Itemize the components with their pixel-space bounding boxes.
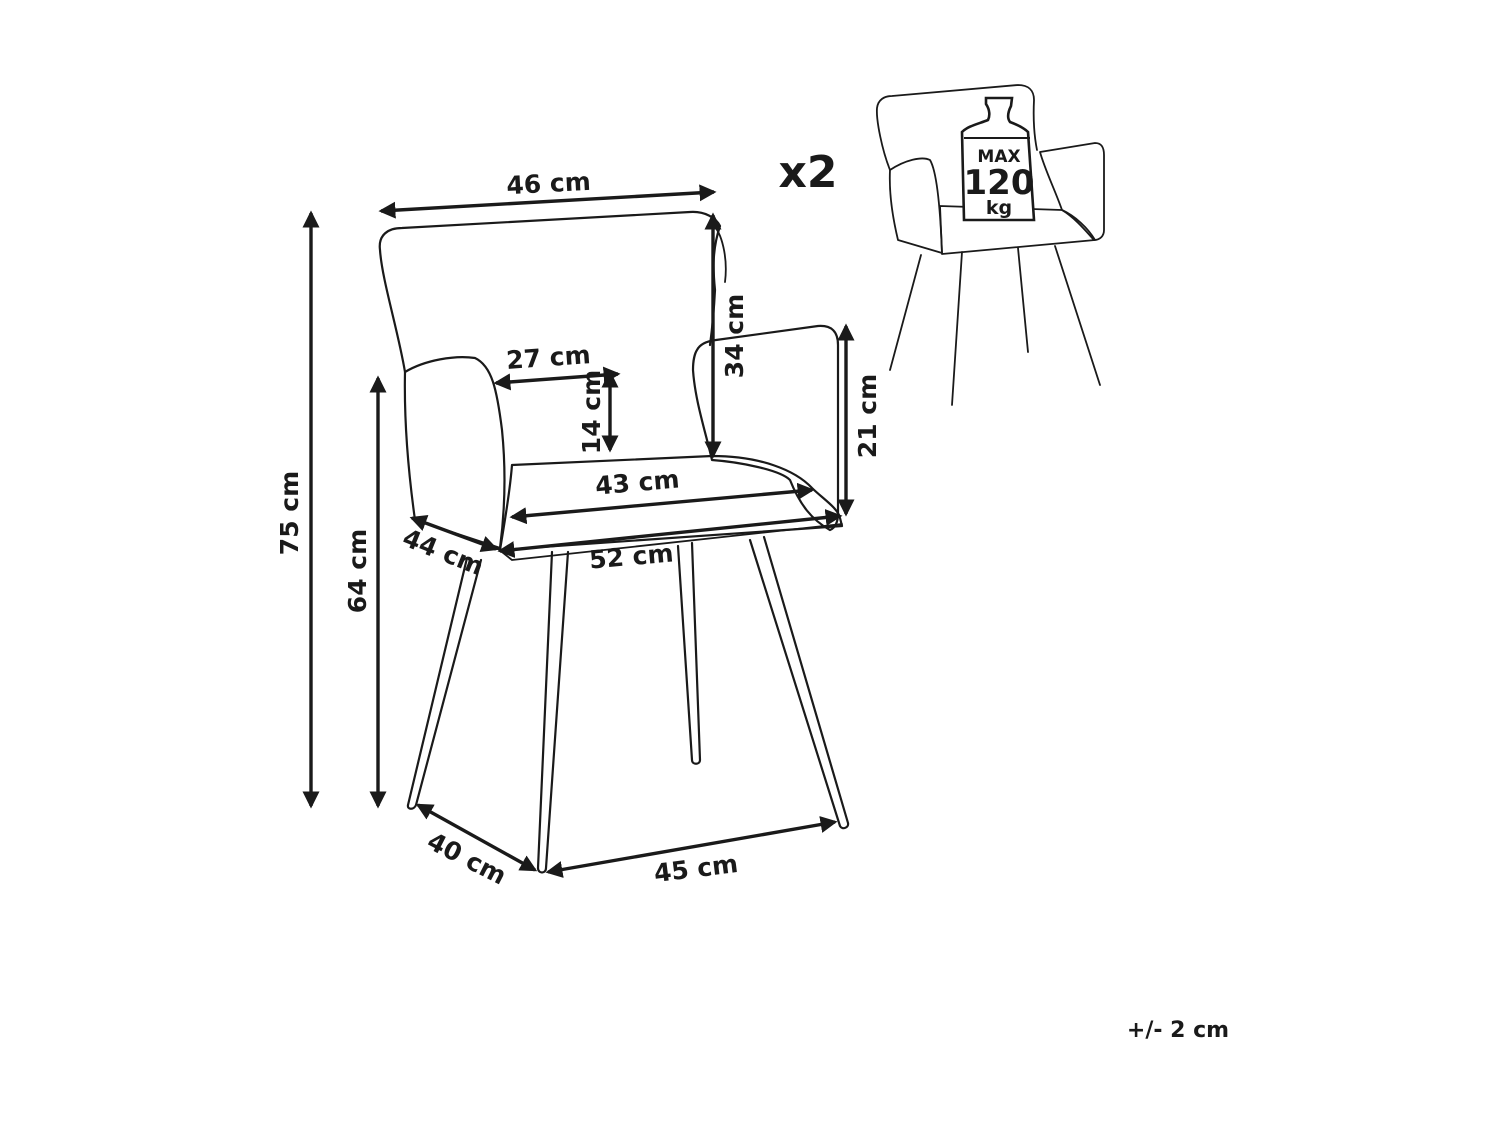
- dimension-lines: [302, 184, 855, 878]
- label-back-width: 46 cm: [506, 167, 592, 200]
- quantity-label: x2: [779, 147, 838, 198]
- chair-leg-front-right: [748, 535, 850, 830]
- max-load-weight-icon: MAX 120 kg: [960, 96, 1036, 222]
- chair-seat: [498, 454, 844, 552]
- label-back-height: 34 cm: [720, 294, 749, 378]
- small-chair-backrest: [876, 84, 1038, 171]
- dim-arrow-armrest-inner-width: [493, 366, 621, 391]
- small-chair-leg-3: [1017, 247, 1029, 353]
- label-seat-width: 43 cm: [594, 464, 681, 500]
- small-chair-leg-4: [1054, 245, 1101, 386]
- small-chair-leg-1: [889, 254, 922, 371]
- label-leg-width: 45 cm: [652, 849, 739, 888]
- max-load-line1: MAX: [977, 147, 1020, 167]
- label-overall-depth: 44 cm: [399, 523, 488, 581]
- max-load-weight-shape: [960, 96, 1036, 222]
- dim-arrow-overall-depth: [409, 515, 499, 552]
- small-chair-right-armrest: [1039, 142, 1105, 241]
- label-armrest-inner-height: 14 cm: [577, 370, 606, 454]
- chair-leg-back-mid: [676, 541, 702, 765]
- small-chair-drawing: [876, 84, 1105, 406]
- chair-left-armrest: [403, 356, 506, 550]
- label-leg-depth: 40 cm: [423, 826, 511, 890]
- max-load-line3: kg: [986, 197, 1012, 219]
- chair-leg-front-left: [406, 556, 483, 810]
- dim-arrow-leg-depth: [415, 803, 538, 872]
- label-armrest-height: 21 cm: [853, 374, 882, 458]
- label-armrest-inner-width: 27 cm: [505, 340, 591, 375]
- label-overall-width: 52 cm: [588, 538, 675, 574]
- dim-arrow-back-width: [378, 184, 717, 219]
- chair-leg-front-mid: [536, 550, 570, 874]
- max-load-line2: 120: [964, 163, 1035, 203]
- dim-arrow-leg-width: [545, 816, 838, 878]
- label-armrest-floor-height: 64 cm: [343, 529, 372, 613]
- dim-arrow-overall-width: [497, 509, 843, 558]
- small-chair-seat: [939, 205, 1096, 255]
- small-chair-left-armrest: [888, 157, 943, 254]
- tolerance-note: +/- 2 cm: [1127, 1018, 1229, 1043]
- small-chair-leg-2: [951, 251, 963, 406]
- label-total-height: 75 cm: [275, 471, 304, 555]
